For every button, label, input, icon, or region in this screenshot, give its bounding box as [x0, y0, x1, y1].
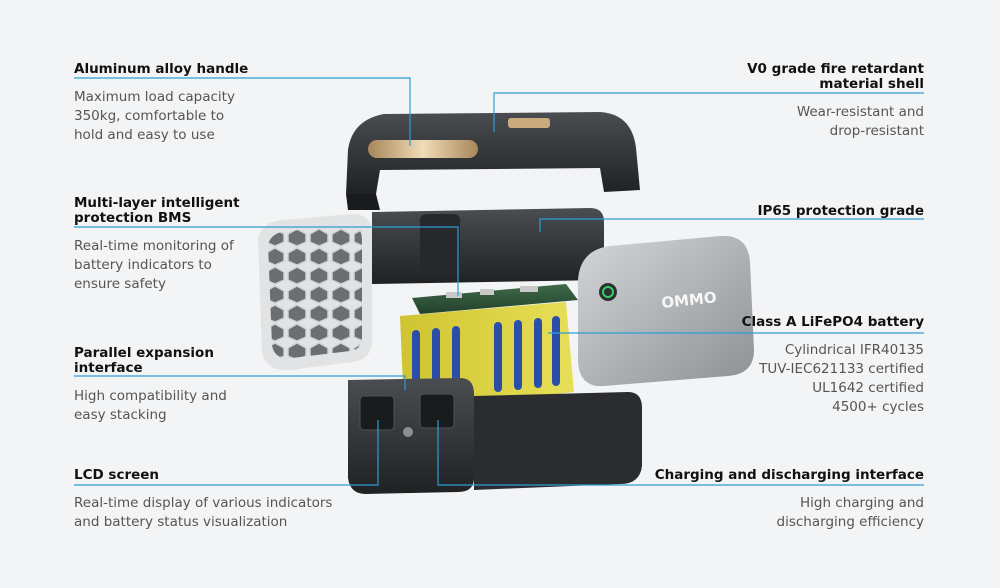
callout-desc: High compatibility and easy stacking [74, 388, 227, 423]
callout-title: Class A LiFePO4 battery [741, 314, 924, 330]
bms-pcb [412, 284, 578, 314]
callout-desc: Cylindrical IFR40135 TUV-IEC621133 certi… [759, 342, 924, 415]
leader-lcd [74, 420, 379, 486]
callout-desc: Maximum load capacity 350kg, comfortable… [74, 89, 235, 143]
callout-title: Aluminum alloy handle [74, 61, 249, 77]
leader-parallel [74, 375, 406, 390]
callout-lifepo4-battery: Class A LiFePO4 battery Cylindrical IFR4… [742, 315, 924, 417]
callout-desc: Real-time display of various indicators … [74, 495, 333, 530]
callout-title: IP65 protection grade [757, 203, 924, 219]
callout-bms: Multi-layer intelligent protection BMS R… [74, 196, 240, 294]
leader-shell [493, 92, 924, 132]
callout-title: Parallel expansion interface [74, 345, 214, 376]
side-panel-silver: OMMO [578, 235, 754, 387]
callout-title: Multi-layer intelligent protection BMS [74, 195, 240, 226]
callout-desc: Wear-resistant and drop-resistant [796, 104, 924, 139]
callout-desc: High charging and discharging efficiency [776, 495, 924, 530]
callout-fire-retardant-shell: V0 grade fire retardant material shell W… [747, 62, 924, 141]
top-shell-handle [346, 112, 640, 210]
leader-charge [437, 420, 924, 486]
leader-ip65 [539, 218, 924, 232]
callout-title: LCD screen [74, 467, 160, 483]
callout-lcd-screen: LCD screen Real-time display of various … [74, 468, 332, 532]
callout-charging-interface: Charging and discharging interface High … [655, 468, 924, 532]
callout-title: V0 grade fire retardant material shell [747, 61, 924, 92]
callout-ip65: IP65 protection grade [757, 204, 924, 219]
callout-desc: Real-time monitoring of battery indicato… [74, 238, 234, 292]
brand-logo: OMMO [661, 288, 718, 312]
callout-title: Charging and discharging interface [654, 467, 924, 483]
bottom-shell-base [348, 378, 642, 494]
leader-handle [74, 77, 411, 146]
leader-bms [74, 226, 459, 296]
leader-lines [74, 77, 924, 486]
callout-aluminum-handle: Aluminum alloy handle Maximum load capac… [74, 62, 248, 145]
callout-parallel-interface: Parallel expansion interface High compat… [74, 346, 227, 425]
side-panel-honeycomb [258, 214, 372, 371]
